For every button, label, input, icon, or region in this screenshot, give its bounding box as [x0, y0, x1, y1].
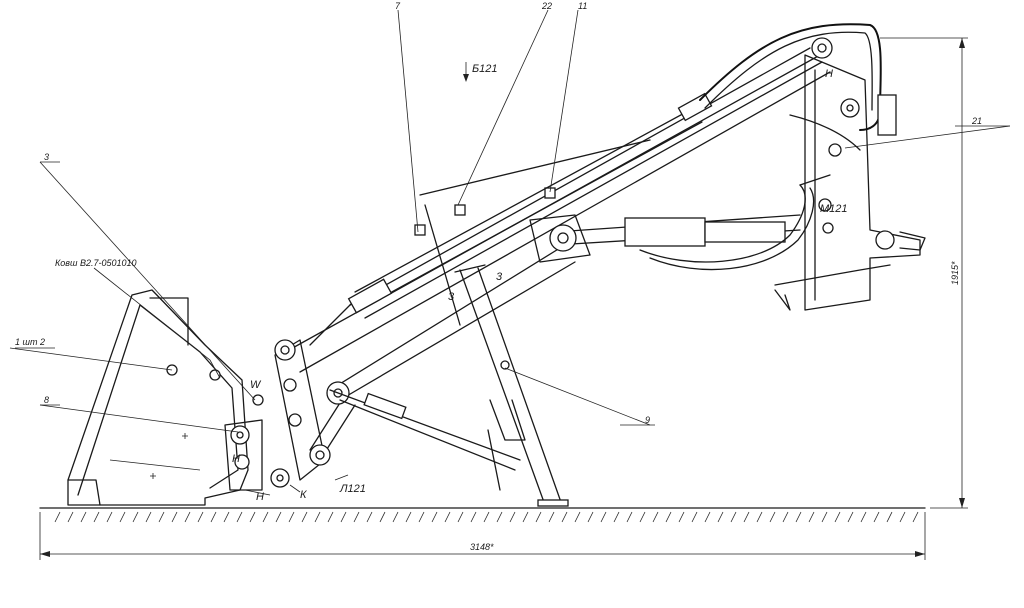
section-mark-w: W: [250, 379, 262, 391]
section-mark-n-top: Н: [825, 68, 833, 80]
ground-line: [39, 507, 926, 523]
section-marks: Б121 М121 Л121 3 3 Н Н К W Н: [232, 62, 848, 503]
callout-9: 9: [645, 415, 650, 425]
callout-8: 8: [44, 395, 49, 405]
bucket: [67, 289, 249, 506]
mounting-frame: [774, 37, 926, 311]
length-dimension: 3148*: [39, 512, 926, 560]
bucket-hinge: [224, 394, 264, 491]
section-mark-3-right: 3: [496, 271, 503, 283]
section-mark-k: К: [300, 489, 307, 501]
height-dimension: 1915*: [880, 37, 968, 509]
view-mark-b121: Б121: [472, 63, 498, 75]
tilt-cylinder: [347, 92, 713, 314]
section-mark-h: Н: [232, 453, 240, 465]
callout-11: 11: [578, 1, 587, 11]
hydraulic-hoses: [639, 23, 897, 271]
callout-leaders: [9, 9, 1011, 433]
callout-bucket: Ковш В2.7-0501010: [55, 258, 137, 268]
callout-labels: 7 22 11 3 21 9 8 1 шт 2 Ковш В2.7-050101…: [15, 1, 982, 425]
callout-1: 1 шт 2: [15, 337, 45, 347]
support-strut: [329, 389, 526, 491]
lift-links: [270, 339, 356, 488]
callout-21: 21: [971, 116, 982, 126]
view-mark-l121: Л121: [339, 483, 366, 495]
length-dimension-text: 3148*: [470, 542, 494, 552]
callout-7: 7: [395, 1, 401, 11]
callout-22: 22: [541, 1, 552, 11]
lift-cylinder: [529, 214, 801, 263]
height-dimension-text: 1915*: [950, 261, 960, 285]
view-mark-m121: М121: [820, 203, 848, 215]
section-mark-3-left: 3: [448, 291, 455, 303]
section-mark-n-bottom: Н: [256, 491, 264, 503]
callout-3: 3: [44, 152, 49, 162]
stand-leg: [454, 264, 569, 507]
